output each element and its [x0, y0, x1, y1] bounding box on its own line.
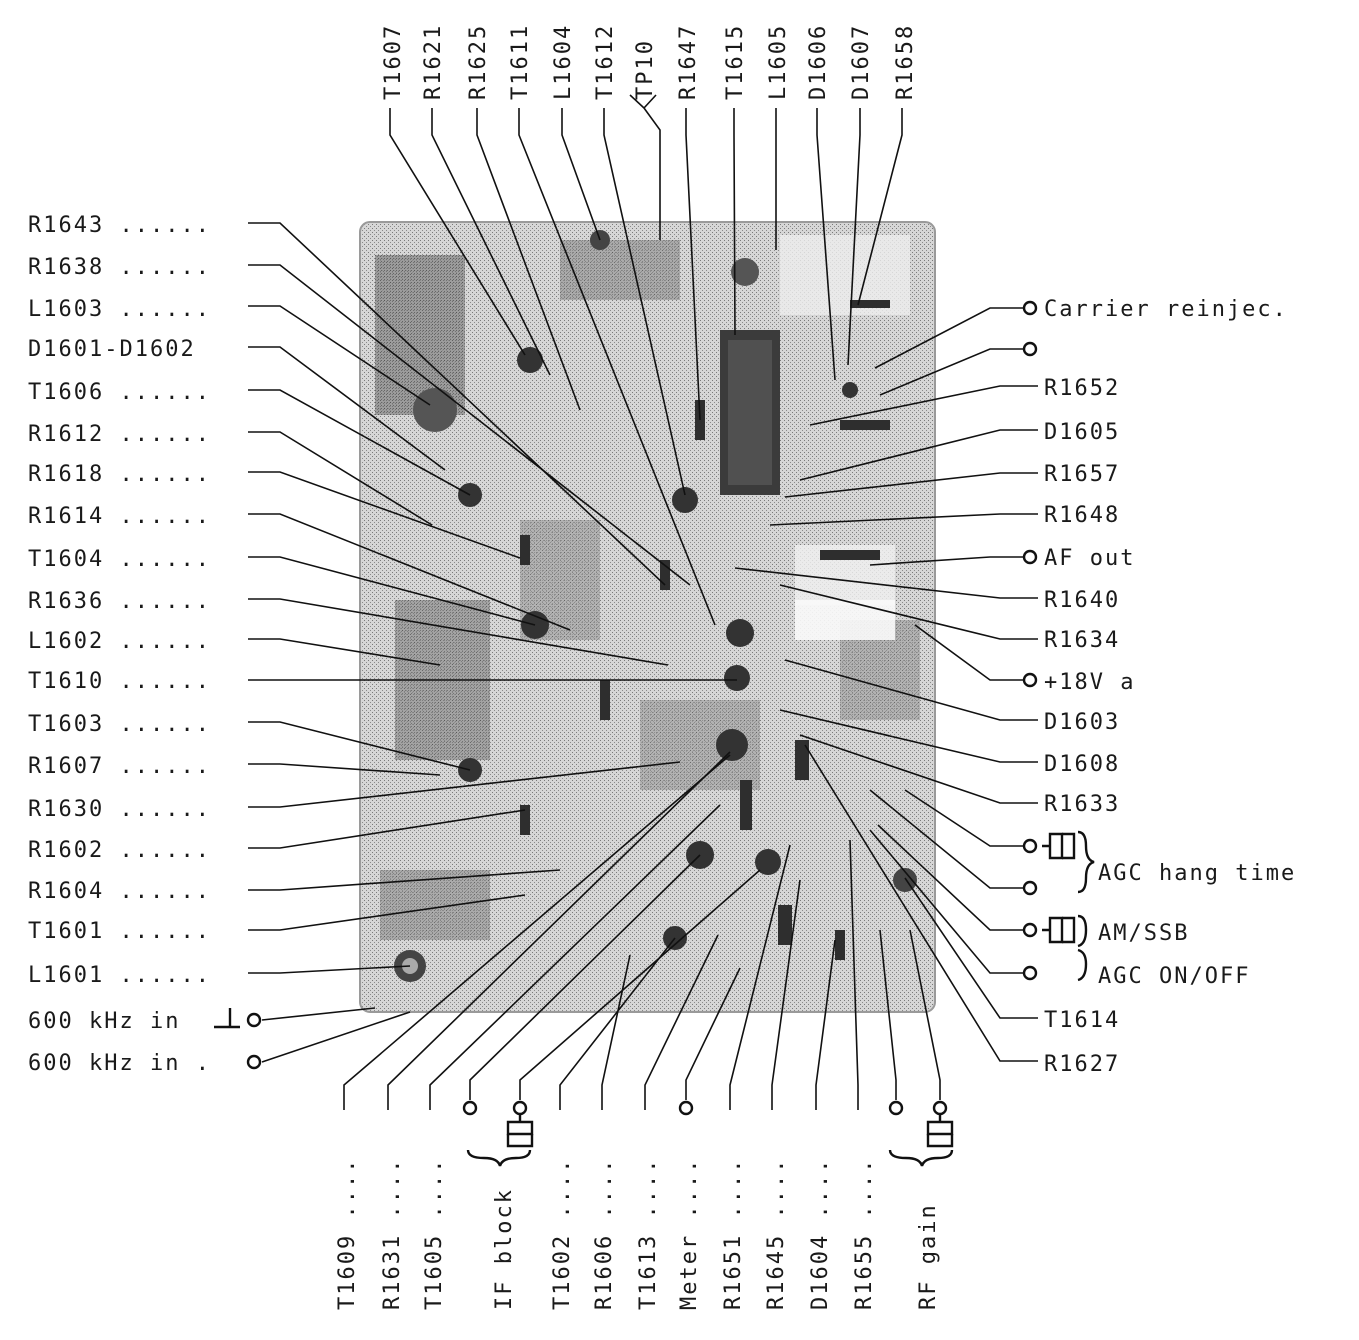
left-label: T1604 ......	[28, 547, 211, 572]
top-label: T1612	[593, 24, 618, 100]
left-label: D1601-D1602	[28, 337, 196, 362]
left-label: 600 kHz in .	[28, 1051, 211, 1076]
top-label: TP10	[633, 39, 658, 100]
right-group-label-agc-hang-time: AGC hang time	[1098, 861, 1296, 886]
top-label: R1658	[893, 24, 918, 100]
left-label: R1630 ......	[28, 797, 211, 822]
left-label: R1636 ......	[28, 589, 211, 614]
top-label: D1606	[806, 24, 831, 100]
left-label: R1602 ......	[28, 838, 211, 863]
right-label: R1657	[1044, 462, 1120, 487]
right-label: R1634	[1044, 628, 1120, 653]
left-label: T1603 ......	[28, 712, 211, 737]
bottom-label: R1655 ....	[852, 1158, 877, 1310]
left-label: T1610 ......	[28, 669, 211, 694]
right-label: D1605	[1044, 420, 1120, 445]
switch-symbol-agc-hang-time	[1042, 830, 1095, 894]
right-label: AF out	[1044, 546, 1135, 571]
bottom-label: T1609 ....	[335, 1158, 360, 1310]
bottom-label: D1604 ....	[808, 1158, 833, 1310]
bottom-label: R1651 ....	[721, 1158, 746, 1310]
right-label: R1652	[1044, 376, 1120, 401]
top-label: R1647	[676, 24, 701, 100]
top-component-labels: T1607 R1621 R1625 T1611 L1604 T1612 TP10…	[381, 24, 918, 100]
bottom-label: Meter ....	[677, 1158, 702, 1310]
right-label: Carrier reinjec.	[1044, 297, 1288, 322]
top-label: L1604	[551, 24, 576, 100]
terminal-600khz-in	[246, 1054, 262, 1070]
left-label: T1606 ......	[28, 380, 211, 405]
top-label: L1605	[766, 24, 791, 100]
right-label: R1633	[1044, 792, 1120, 817]
left-label: R1618 ......	[28, 462, 211, 487]
left-label: L1601 ......	[28, 963, 211, 988]
top-label: R1625	[466, 24, 491, 100]
switch-symbol-rf-gain	[888, 1114, 954, 1167]
right-group-label-am-ssb: AM/SSB	[1098, 921, 1189, 946]
bottom-label: T1613 ....	[636, 1158, 661, 1310]
left-component-labels: R1643 ...... R1638 ...... L1603 ...... D…	[28, 213, 211, 1076]
top-label: T1607	[381, 24, 406, 100]
right-label: R1627	[1044, 1052, 1120, 1077]
right-leader-lines	[734, 300, 1095, 1062]
right-component-labels: Carrier reinjec. R1652 D1605 R1657 R1648…	[1044, 297, 1296, 1077]
right-label: +18V a	[1044, 670, 1135, 695]
right-group-label-agc-on-off: AGC ON/OFF	[1098, 964, 1250, 989]
left-label: R1612 ......	[28, 422, 211, 447]
top-label: R1621	[421, 24, 446, 100]
bottom-leader-lines	[343, 751, 954, 1167]
bottom-label: T1602 ....	[550, 1158, 575, 1310]
left-label: R1604 ......	[28, 879, 211, 904]
left-label: R1638 ......	[28, 255, 211, 280]
bottom-label: IF block	[492, 1188, 517, 1310]
right-label: R1648	[1044, 503, 1120, 528]
bottom-label: T1605 ....	[422, 1158, 447, 1310]
circuit-board-photo	[359, 221, 936, 1013]
left-label: R1614 ......	[28, 504, 211, 529]
left-leader-lines	[214, 222, 737, 1070]
top-label: D1607	[849, 24, 874, 100]
terminal-600khz-ground	[246, 1012, 262, 1028]
left-label: 600 kHz in	[28, 1009, 180, 1034]
bottom-label: RF gain	[916, 1203, 941, 1310]
top-leader-lines	[389, 94, 903, 626]
right-label: R1640	[1044, 588, 1120, 613]
top-label: T1615	[723, 24, 748, 100]
left-label: T1601 ......	[28, 919, 211, 944]
bottom-component-labels: T1609 .... R1631 .... T1605 .... IF bloc…	[335, 1158, 941, 1310]
switch-symbol-if-block	[466, 1114, 534, 1167]
left-label: R1607 ......	[28, 754, 211, 779]
right-label: T1614	[1044, 1008, 1120, 1033]
right-label: D1608	[1044, 752, 1120, 777]
bottom-label: R1645 ....	[764, 1158, 789, 1310]
right-label: D1603	[1044, 710, 1120, 735]
switch-symbol-am-ssb	[1042, 914, 1088, 982]
top-label: T1611	[508, 24, 533, 100]
left-label: R1643 ......	[28, 213, 211, 238]
bottom-label: R1631 ....	[380, 1158, 405, 1310]
left-label: L1603 ......	[28, 297, 211, 322]
left-label: L1602 ......	[28, 629, 211, 654]
bottom-label: R1606 ....	[592, 1158, 617, 1310]
